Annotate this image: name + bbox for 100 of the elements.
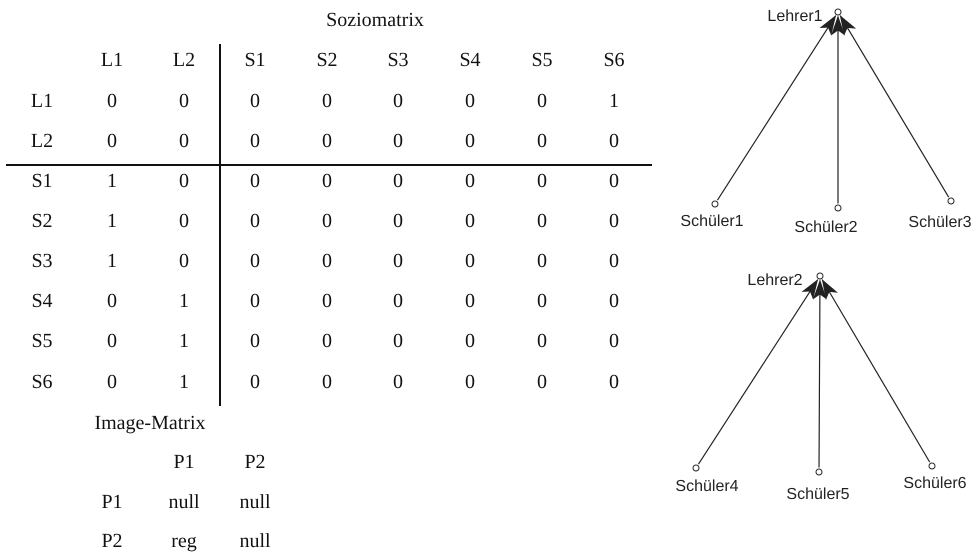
matrix-value: 0 (609, 131, 619, 151)
matrix-title: Image-Matrix (94, 413, 206, 433)
matrix-value: 0 (250, 131, 260, 151)
matrix-value: 1 (107, 211, 117, 231)
matrix-value: 0 (465, 331, 475, 351)
matrix-value: 0 (250, 372, 260, 392)
arrow (812, 280, 827, 468)
arrow (840, 15, 950, 198)
matrix-value: null (168, 492, 200, 512)
column-header: L2 (172, 50, 196, 70)
node-label: Schüler1 (680, 214, 744, 230)
matrix-value: 0 (465, 291, 475, 311)
matrix-value: 0 (609, 251, 619, 271)
matrix-value: 1 (609, 91, 619, 111)
matrix-value: 0 (393, 171, 403, 191)
node-label: Schüler4 (675, 479, 739, 495)
matrix-value: 0 (393, 331, 403, 351)
column-header: S2 (316, 50, 338, 70)
matrix-value: 0 (250, 291, 260, 311)
node-circle (948, 198, 954, 204)
matrix-value: 0 (537, 131, 547, 151)
matrix-value: 0 (107, 291, 117, 311)
matrix-value: 0 (609, 372, 619, 392)
column-header: P1 (173, 452, 195, 472)
matrix-value: 1 (107, 171, 117, 191)
column-header: S6 (603, 50, 625, 70)
matrix-value: 0 (393, 211, 403, 231)
row-header: S6 (31, 372, 53, 392)
matrix-value: 0 (393, 91, 403, 111)
matrix-value: 0 (537, 91, 547, 111)
matrix-title: Soziomatrix (326, 10, 424, 30)
matrix-value: 1 (179, 372, 189, 392)
row-header: S4 (31, 291, 53, 311)
matrix-value: 0 (537, 291, 547, 311)
column-header: S3 (387, 50, 409, 70)
matrix-value: 0 (250, 251, 260, 271)
matrix-value: 0 (250, 331, 260, 351)
matrix-value: 0 (322, 171, 332, 191)
node-label: Lehrer1 (767, 9, 823, 25)
matrix-value: 0 (465, 372, 475, 392)
matrix-value: 0 (322, 91, 332, 111)
matrix-value: 0 (609, 291, 619, 311)
matrix-value: 0 (465, 131, 475, 151)
row-header: L2 (30, 131, 54, 151)
matrix-value: 0 (179, 251, 189, 271)
matrix-value: 0 (537, 211, 547, 231)
matrix-value: 0 (465, 171, 475, 191)
node-circle (692, 464, 700, 472)
matrix-value: 0 (107, 331, 117, 351)
column-header: S4 (459, 50, 481, 70)
matrix-value: 0 (179, 171, 189, 191)
row-header: L1 (30, 91, 54, 111)
matrix-value: 0 (250, 211, 260, 231)
node-circle (928, 462, 936, 470)
matrix-value: 1 (179, 331, 189, 351)
matrix-value: reg (171, 531, 197, 551)
matrix-value: 0 (322, 291, 332, 311)
node-label: Schüler3 (908, 215, 972, 231)
arrow (822, 279, 930, 462)
matrix-value: 0 (537, 372, 547, 392)
matrix-value: 0 (537, 251, 547, 271)
node-circle (712, 200, 718, 208)
matrix-value: 0 (322, 331, 332, 351)
matrix-value: 0 (465, 91, 475, 111)
column-header: S1 (244, 50, 266, 70)
matrix-value: 0 (465, 211, 475, 231)
node-label: Lehrer2 (747, 273, 803, 289)
matrix-value: 0 (609, 331, 619, 351)
node-label: Schüler2 (794, 220, 858, 236)
matrix-value: 0 (393, 251, 403, 271)
matrix-value: 0 (609, 171, 619, 191)
matrix-value: 0 (537, 331, 547, 351)
matrix-value: 0 (179, 131, 189, 151)
matrix-value: 0 (107, 372, 117, 392)
matrix-value: 0 (250, 91, 260, 111)
arrow (716, 14, 836, 201)
matrix-value: 0 (393, 131, 403, 151)
matrix-value: 0 (609, 211, 619, 231)
matrix-value: 0 (537, 171, 547, 191)
matrix-value: 0 (393, 291, 403, 311)
column-header: P2 (244, 452, 266, 472)
matrix-value: 0 (322, 251, 332, 271)
matrix-value: 0 (322, 211, 332, 231)
matrix-value: 0 (322, 131, 332, 151)
matrix-value: 0 (465, 251, 475, 271)
matrix-value: 1 (179, 291, 189, 311)
column-header: S5 (531, 50, 553, 70)
node-circle (816, 468, 822, 476)
arrow (831, 16, 845, 204)
matrix-value: 0 (179, 211, 189, 231)
row-header: S5 (31, 331, 53, 351)
row-header: S2 (31, 211, 53, 231)
matrix-value: 0 (322, 372, 332, 392)
row-header: S1 (31, 171, 53, 191)
matrix-value: 0 (179, 91, 189, 111)
node-label: Schüler6 (903, 476, 967, 492)
node-circle (834, 8, 842, 16)
matrix-value: 0 (250, 171, 260, 191)
matrix-value: 0 (107, 91, 117, 111)
column-header: L1 (100, 50, 124, 70)
